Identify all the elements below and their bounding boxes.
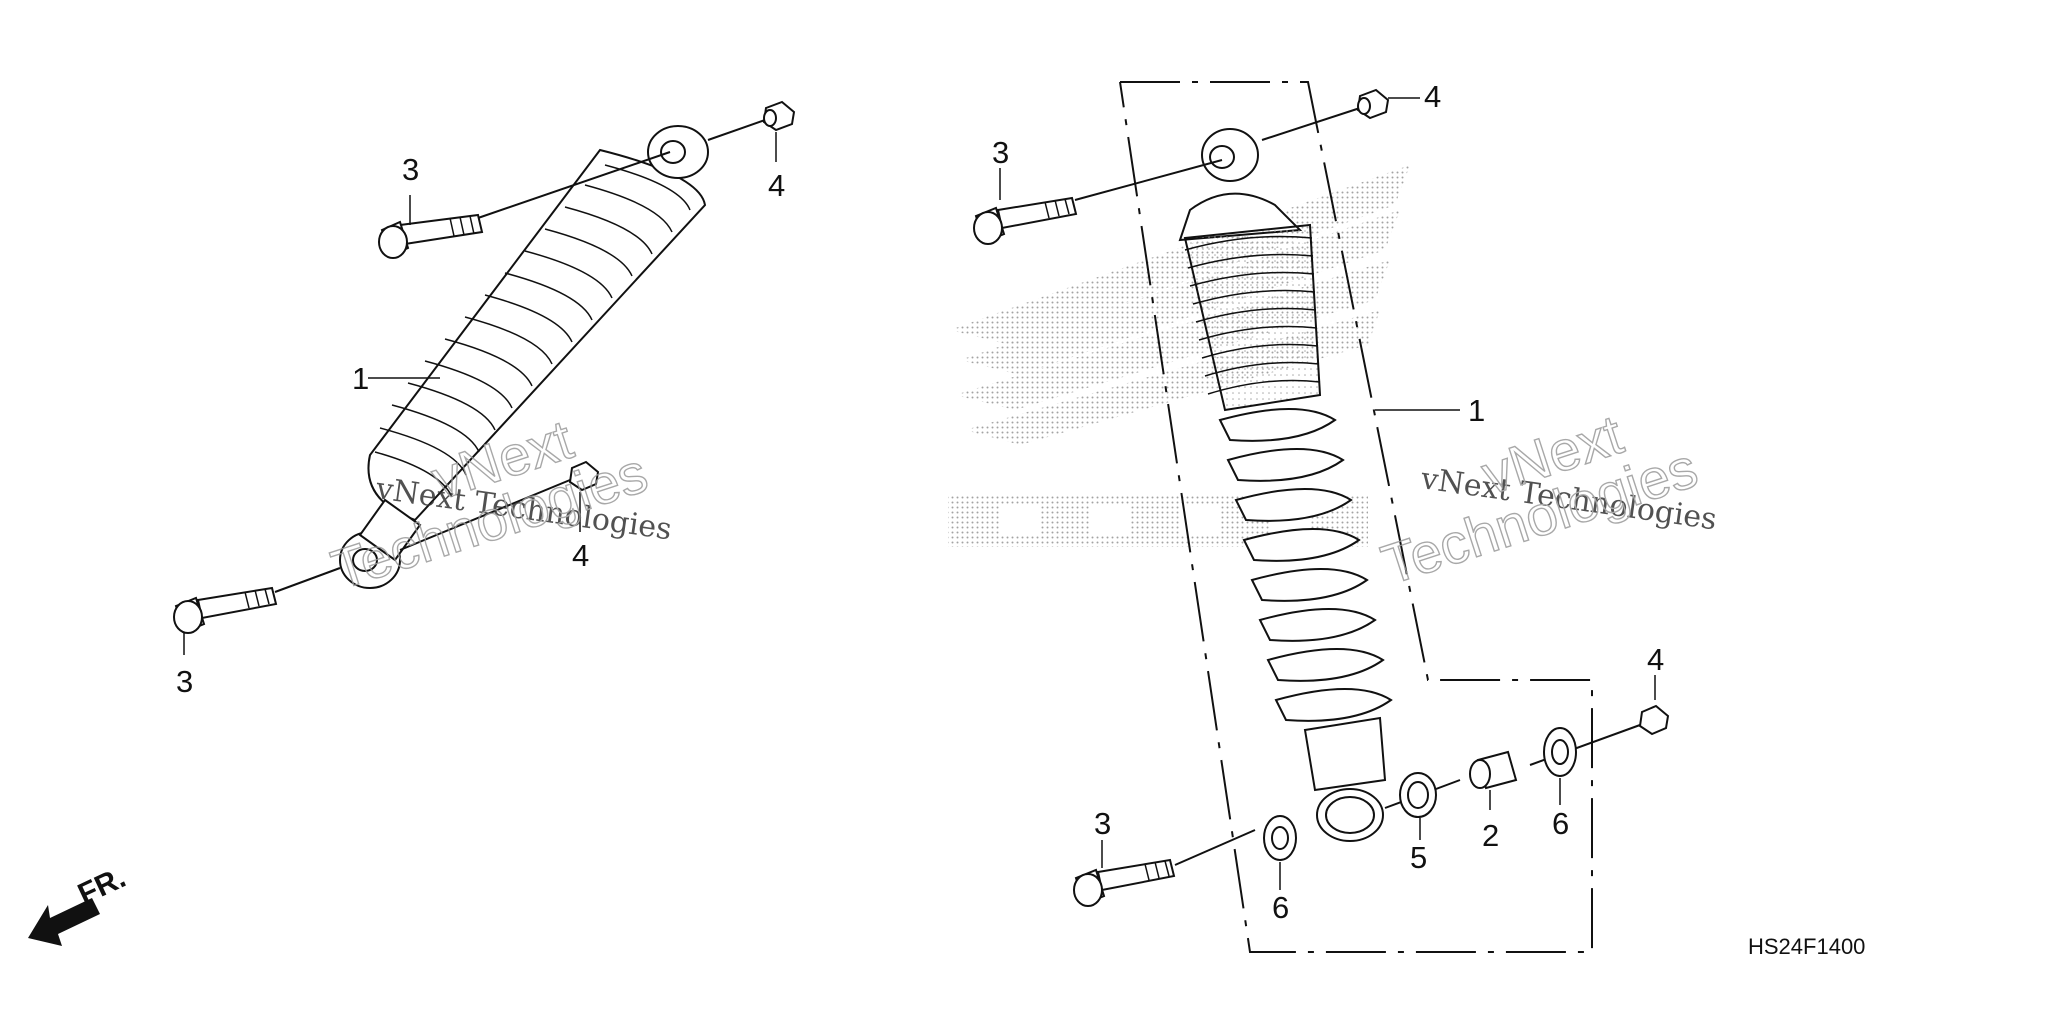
right-upper-bolt [973,159,1223,245]
front-direction-arrow-icon: FR. [28,861,131,946]
right-shock-absorber [1178,128,1393,842]
callout-left-4-lower: 4 [572,538,589,573]
right-lower-washer-left [1263,815,1297,861]
left-upper-nut [707,100,796,141]
watermark-left: vNext Technologies vNext Technologies [324,406,674,602]
watermark-right: vNext Technologies vNext Technologies [1374,401,1719,597]
left-lower-nut [399,460,600,551]
left-shock-assembly: 1 3 3 4 4 [173,100,796,699]
right-lower-nut [1638,704,1670,736]
callout-right-6-right: 6 [1552,806,1569,841]
callout-right-5: 5 [1410,840,1427,875]
callout-right-4-lower: 4 [1647,642,1664,677]
callout-left-3-upper: 3 [402,152,419,187]
right-lower-bolt [1073,829,1256,907]
right-lower-bushing [1384,772,1461,818]
right-upper-nut [1261,88,1390,141]
callout-right-2: 2 [1482,818,1499,853]
left-lower-bolt [173,567,341,634]
callout-left-3-lower: 3 [176,664,193,699]
right-shock-assembly: 1 2 3 3 4 4 5 6 6 [973,79,1670,953]
diagram-code: HS24F1400 [1748,934,1865,959]
callout-right-1: 1 [1468,393,1485,428]
callout-right-4-upper: 4 [1424,79,1441,114]
right-lower-collar [1469,750,1518,790]
callout-right-6-left: 6 [1272,890,1289,925]
callout-right-3-upper: 3 [992,135,1009,170]
callout-left-4-upper: 4 [768,168,785,203]
callout-right-3-lower: 3 [1094,806,1111,841]
assembly-boundary [1119,81,1593,953]
callout-left-1: 1 [352,361,369,396]
right-lower-washer-right [1529,724,1641,777]
left-upper-bolt [378,151,671,259]
left-shock-absorber [339,125,709,589]
